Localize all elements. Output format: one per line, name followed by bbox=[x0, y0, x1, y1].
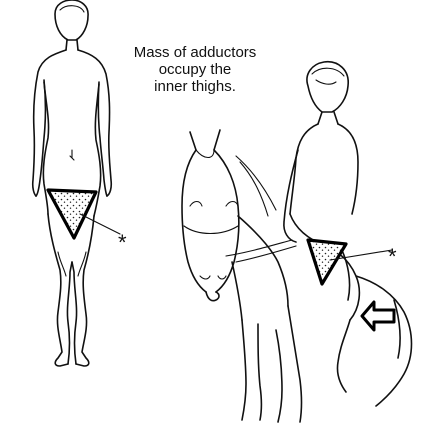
asterisk-marker-standing: * bbox=[118, 230, 127, 255]
pointer-line-standing bbox=[80, 214, 120, 234]
adductor-region-rider bbox=[308, 240, 346, 284]
horse-and-rider bbox=[182, 62, 412, 422]
standing-figure bbox=[33, 0, 120, 366]
hollow-arrow-icon bbox=[362, 302, 394, 330]
asterisk-marker-rider: * bbox=[388, 244, 397, 269]
adductor-region-standing bbox=[48, 190, 96, 238]
